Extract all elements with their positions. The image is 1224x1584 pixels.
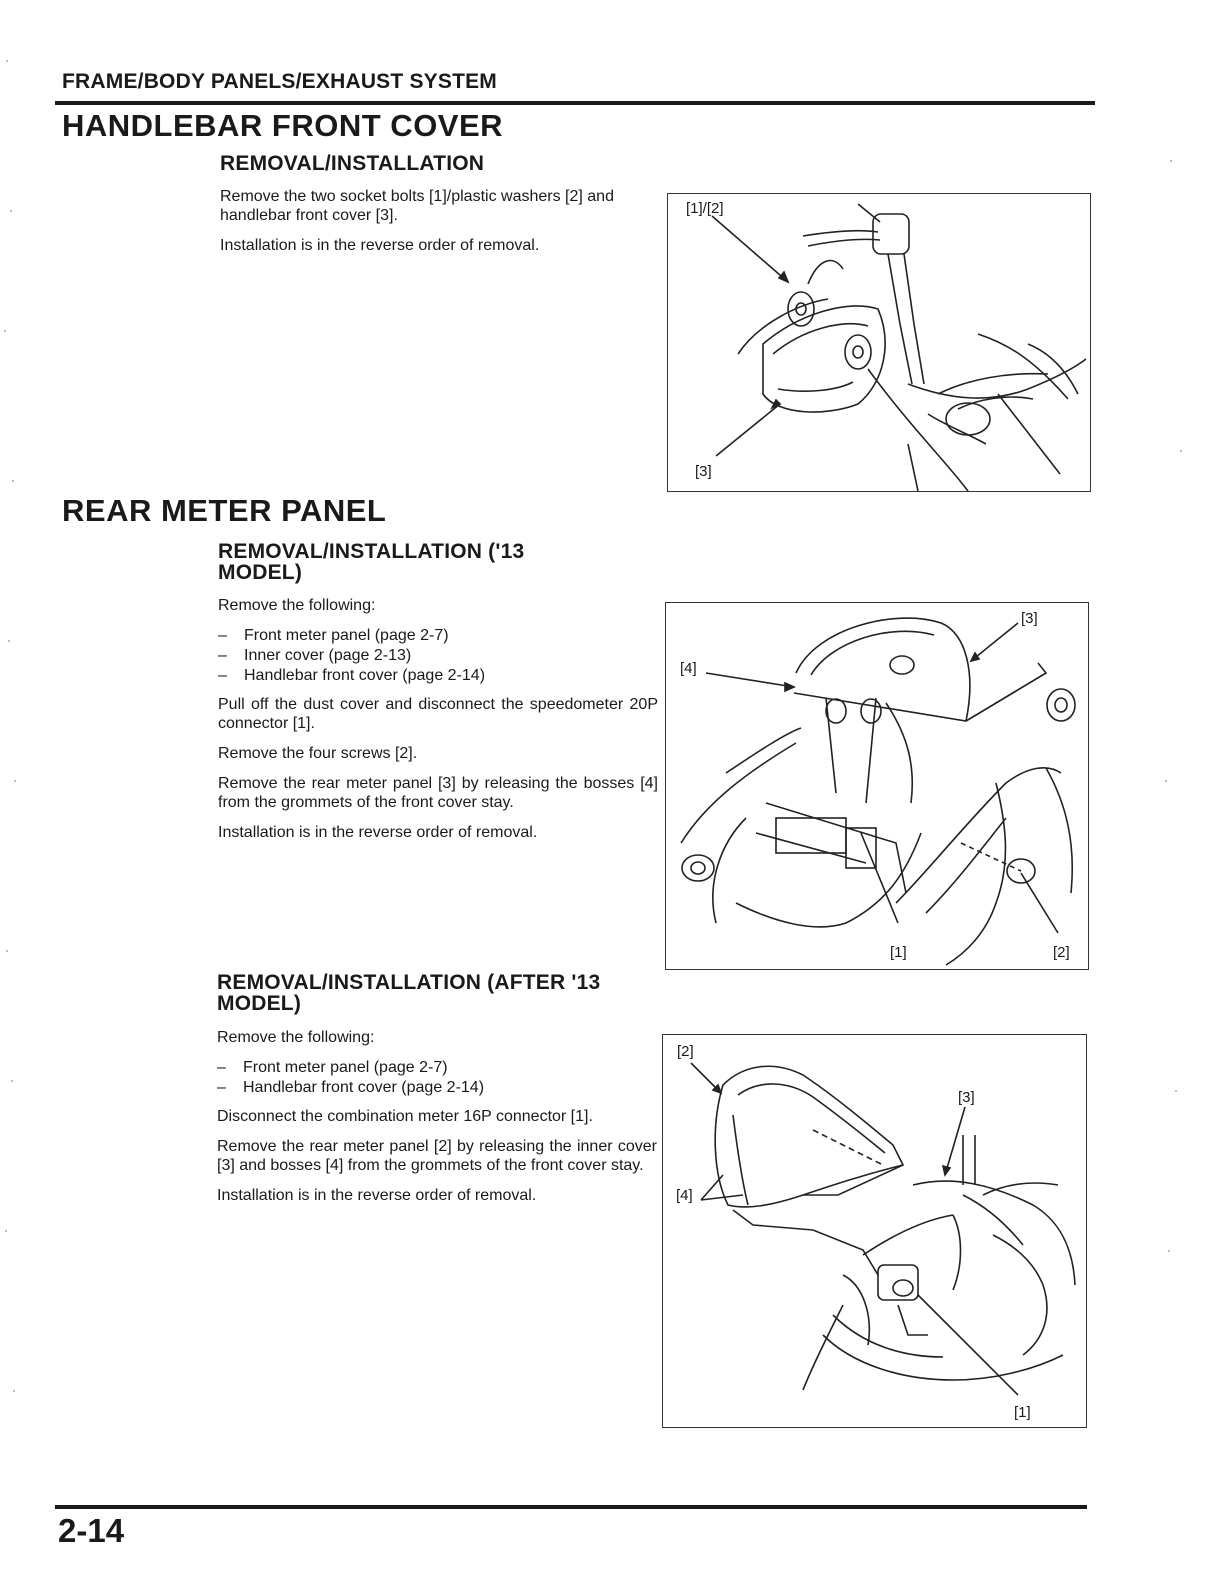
body-paragraph: Pull off the dust cover and disconnect t… — [218, 696, 658, 732]
subtitle-removal-installation: REMOVAL/INSTALLATION — [220, 152, 485, 175]
subtitle-removal-installation-13-model: REMOVAL/INSTALLATION ('13 MODEL) — [218, 541, 524, 583]
header-rule — [55, 101, 1095, 105]
figure2-callout: [2] — [1053, 944, 1070, 961]
intro-text: Remove the following: — [217, 1029, 375, 1046]
list-item: Handlebar front cover (page 2-14) — [218, 666, 658, 686]
figure-handlebar-front-cover: [1]/[2] [3] — [667, 193, 1091, 492]
body-paragraph: Remove the rear meter panel [3] by relea… — [218, 775, 658, 811]
subtitle-line: MODEL) — [217, 992, 302, 1015]
figure-rear-meter-panel-13: [3] [4] [1] [2] — [665, 602, 1089, 970]
list-item: Inner cover (page 2-13) — [218, 646, 658, 666]
list-item: Handlebar front cover (page 2-14) — [217, 1078, 657, 1098]
figure3-callout: [3] — [958, 1089, 975, 1106]
section1-paragraph: Remove the two socket bolts [1]/plastic … — [220, 188, 614, 224]
figure1-callout: [3] — [695, 463, 712, 480]
subtitle-line: REMOVAL/INSTALLATION (AFTER '13 — [217, 971, 601, 994]
body-paragraph: Disconnect the combination meter 16P con… — [217, 1108, 593, 1125]
figure1-callout: [1]/[2] — [686, 200, 724, 217]
body-paragraph: Installation is in the reverse order of … — [218, 824, 538, 841]
chapter-header: FRAME/BODY PANELS/EXHAUST SYSTEM — [62, 70, 498, 93]
subsection-after-13-body: Remove the following: Front meter panel … — [217, 1028, 657, 1205]
page-number: 2-14 — [58, 1512, 125, 1549]
figure-rear-meter-panel-after-13: [2] [3] [4] [1] — [662, 1034, 1087, 1428]
footer-rule — [55, 1505, 1087, 1509]
figure-handlebar-illustration — [711, 203, 1087, 491]
list-item: Front meter panel (page 2-7) — [217, 1058, 657, 1078]
body-paragraph: Remove the four screws [2]. — [218, 745, 418, 762]
subtitle-line: REMOVAL/INSTALLATION ('13 — [218, 540, 525, 563]
section1-body: Remove the two socket bolts [1]/plastic … — [220, 187, 660, 255]
list-item: Front meter panel (page 2-7) — [218, 626, 658, 646]
figure-rear-meter-after-illustration — [690, 1062, 1076, 1396]
body-paragraph: Installation is in the reverse order of … — [217, 1187, 537, 1204]
section1-paragraph: Installation is in the reverse order of … — [220, 237, 540, 254]
section-title-handlebar-front-cover: HANDLEBAR FRONT COVER — [62, 108, 504, 143]
subtitle-line: MODEL) — [218, 561, 303, 584]
figure2-callout: [1] — [890, 944, 907, 961]
section-title-rear-meter-panel: REAR METER PANEL — [62, 493, 387, 528]
subsection-13-body: Remove the following: Front meter panel … — [218, 596, 658, 842]
figure3-callout: [2] — [677, 1043, 694, 1060]
figure2-callout: [4] — [680, 660, 697, 677]
figure3-callout: [4] — [676, 1187, 693, 1204]
figure-rear-meter-illustration — [680, 617, 1076, 966]
intro-text: Remove the following: — [218, 597, 376, 614]
removal-list: Front meter panel (page 2-7) Inner cover… — [218, 626, 658, 686]
figure2-callout: [3] — [1021, 610, 1038, 627]
removal-list: Front meter panel (page 2-7) Handlebar f… — [217, 1058, 657, 1098]
subtitle-removal-installation-after-13-model: REMOVAL/INSTALLATION (AFTER '13 MODEL) — [217, 972, 600, 1014]
figure3-callout: [1] — [1014, 1404, 1031, 1421]
body-paragraph: Remove the rear meter panel [2] by relea… — [217, 1138, 657, 1174]
